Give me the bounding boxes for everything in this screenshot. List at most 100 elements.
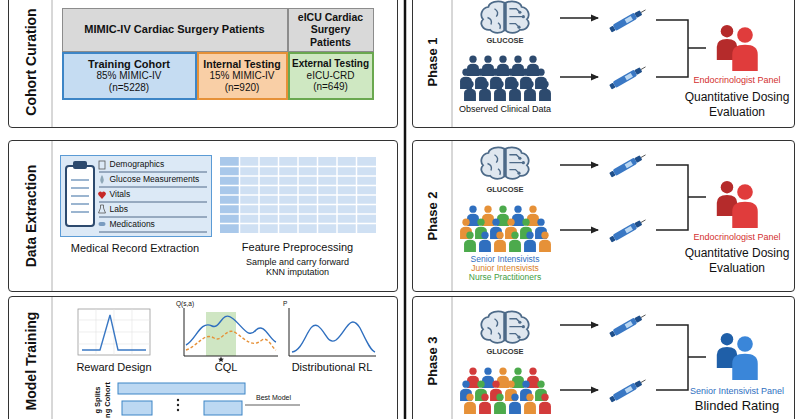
column-divider — [405, 0, 406, 419]
crowd-icon — [460, 56, 551, 101]
record-illustration — [71, 180, 89, 212]
feature-grid — [220, 157, 376, 233]
record-illustration — [99, 187, 207, 188]
box-text: Internal Testing — [203, 58, 280, 70]
brain-icon — [481, 1, 528, 32]
flow-arrow — [560, 229, 598, 231]
split-label: ng Cohort — [104, 382, 113, 418]
section-panel: Data ExtractionDemographicsGlucose Measu… — [8, 140, 398, 292]
cql-chart — [206, 312, 236, 356]
strip-line — [52, 0, 53, 127]
cohort-box: External TestingeICU-CRD(n=649) — [288, 52, 374, 100]
record-illustration — [99, 232, 207, 233]
cohort-box: Internal Testing15% MIMIC-IV(n=920) — [197, 52, 288, 100]
crowd-icon — [479, 232, 491, 252]
strip-line — [452, 141, 453, 291]
record-illustration — [71, 195, 89, 197]
cohort-header: eICU Cardiac Surgery Patients — [288, 8, 374, 52]
record-illustration — [98, 192, 106, 199]
split-boxes — [204, 401, 242, 415]
strip-line — [52, 141, 53, 291]
split-label: g Splits — [94, 386, 103, 413]
crowd-icon — [460, 206, 551, 252]
feature-grid — [258, 157, 260, 233]
crowd-icon — [479, 81, 491, 101]
section-panel: Cohort CurationMIMIC-IV Cardiac Surgery … — [8, 0, 398, 128]
record-illustration — [60, 155, 212, 237]
split-boxes — [177, 399, 179, 401]
brain-icon — [481, 147, 528, 178]
reward-chart — [82, 315, 146, 350]
caption-text: Sample and carry forward KNN imputation — [239, 257, 357, 278]
bracket — [656, 165, 706, 230]
panel-icon — [732, 336, 758, 380]
feature-grid — [356, 157, 358, 233]
box-text: Training Cohort — [88, 58, 170, 71]
record-illustration — [71, 203, 89, 205]
cql-chart — [186, 331, 276, 350]
crowd-icon — [494, 394, 506, 414]
box-text: eICU Cardiac Surgery Patients — [291, 11, 371, 47]
record-illustration — [71, 187, 89, 189]
evaluation-label: Quantitative Dosing Evaluation — [675, 90, 799, 120]
feature-grid — [220, 157, 376, 233]
crowd-icon — [464, 232, 476, 252]
brain-icon — [481, 311, 528, 342]
brain-label: GLUCOSE — [486, 348, 523, 357]
crowd-icon — [460, 368, 551, 414]
reward-chart — [78, 309, 150, 355]
group-label: Nurse Practitioners — [469, 273, 541, 283]
insulin-pen — [609, 7, 648, 33]
axis-label: P — [283, 300, 287, 307]
box-text: External Testing — [292, 58, 369, 70]
record-illustration — [71, 179, 89, 181]
insulin-pen — [609, 64, 648, 90]
insulin-pen — [609, 7, 648, 403]
cohort-box: Training Cohort85% MIMIC-IV(n=5228) — [62, 52, 197, 100]
panel-name: Senior Intensivist Panel — [690, 386, 784, 396]
record-illustration — [66, 166, 94, 226]
record-illustration — [99, 172, 207, 232]
split-boxes — [122, 401, 152, 415]
cohort-header: MIMIC-IV Cardiac Surgery Patients — [62, 8, 288, 52]
reward-chart — [96, 309, 97, 355]
axis-label: Q(s,a) — [176, 300, 194, 307]
record-illustration — [100, 175, 104, 184]
feature-grid — [317, 157, 319, 233]
crowd-icon — [539, 394, 551, 414]
distribution-chart — [289, 308, 376, 356]
evaluation-label: Blinded Rating — [695, 399, 780, 414]
insulin-pen — [609, 312, 648, 338]
split-boxes — [245, 405, 300, 406]
strip-line — [452, 0, 453, 127]
panel-icon — [732, 184, 758, 228]
crowd-icon — [539, 232, 551, 252]
caption-text: Labs — [110, 205, 128, 215]
record-illustration — [60, 155, 212, 237]
split-boxes — [118, 383, 300, 415]
crowd-icon — [479, 394, 491, 414]
panel-icon — [732, 27, 758, 71]
brain-label: GLUCOSE — [486, 37, 523, 46]
crowd-icon — [509, 232, 521, 252]
cql-chart — [184, 308, 278, 362]
box-text: eICU-CRD — [307, 70, 355, 82]
panel-heading: Phase 1 — [426, 37, 441, 86]
crowd-icon — [524, 232, 536, 252]
panel-name: Endocrinologist Panel — [693, 232, 780, 242]
crowd-icon — [494, 232, 506, 252]
panel-heading: Data Extraction — [23, 165, 39, 268]
chart-caption: Reward Design — [76, 361, 151, 374]
record-illustration — [99, 172, 207, 173]
flow-arrow — [560, 389, 598, 391]
caption-text: Medications — [110, 220, 155, 230]
record-illustration — [99, 202, 207, 203]
crowd-icon — [494, 81, 506, 101]
insulin-pen — [609, 377, 648, 403]
panel-heading: Model Training — [23, 312, 39, 411]
feature-grid — [239, 157, 241, 233]
feature-table: Feature PreprocessingSample and carry fo… — [216, 157, 380, 282]
flow-arrow — [560, 76, 598, 78]
caption-text: Vitals — [110, 190, 131, 200]
caption-text: Medical Record Extraction — [59, 242, 211, 255]
